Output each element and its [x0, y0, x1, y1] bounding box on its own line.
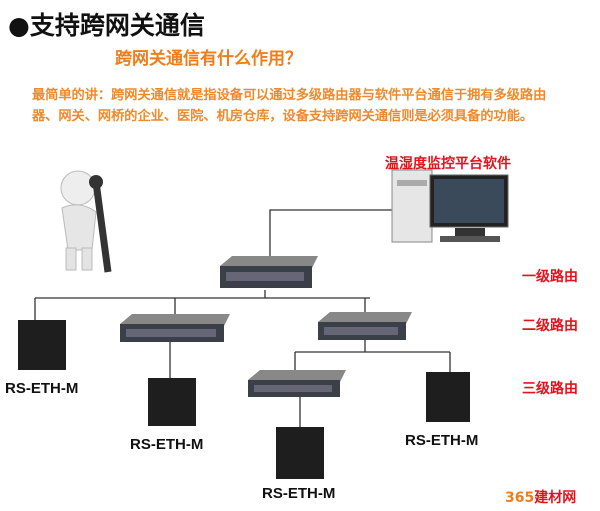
computer-icon: [391, 169, 509, 243]
device-icon: [18, 320, 66, 370]
device-label: RS-ETH-M: [262, 485, 336, 502]
device-label: RS-ETH-M: [405, 432, 479, 449]
subtitle: 跨网关通信有什么作用？: [115, 49, 302, 69]
watermark-logo: 365建材网: [505, 490, 577, 506]
level-1-label: 一级路由: [522, 269, 578, 285]
device-icon: [426, 372, 470, 422]
switch-level2-left-icon: [120, 314, 230, 342]
device-label: RS-ETH-M: [130, 436, 204, 453]
device-icon: [276, 427, 324, 479]
person-with-wrench-icon: [60, 170, 112, 273]
devices: [18, 320, 470, 479]
device-label: RS-ETH-M: [5, 380, 79, 397]
connection-lines: [34, 209, 451, 427]
page-title: ●支持跨网关通信: [8, 11, 205, 40]
switch-level3-icon: [248, 370, 346, 397]
software-label: 温湿度监控平台软件: [385, 156, 511, 172]
switch-level1-icon: [220, 256, 318, 288]
description: 最简单的讲：跨网关通信就是指设备可以通过多级路由器与软件平台通信于拥有多级路由器…: [32, 88, 547, 124]
level-2-label: 二级路由: [522, 318, 578, 334]
switches: [120, 256, 412, 397]
switch-level2-right-icon: [318, 312, 412, 340]
level-3-label: 三级路由: [522, 381, 578, 397]
device-icon: [148, 378, 196, 426]
